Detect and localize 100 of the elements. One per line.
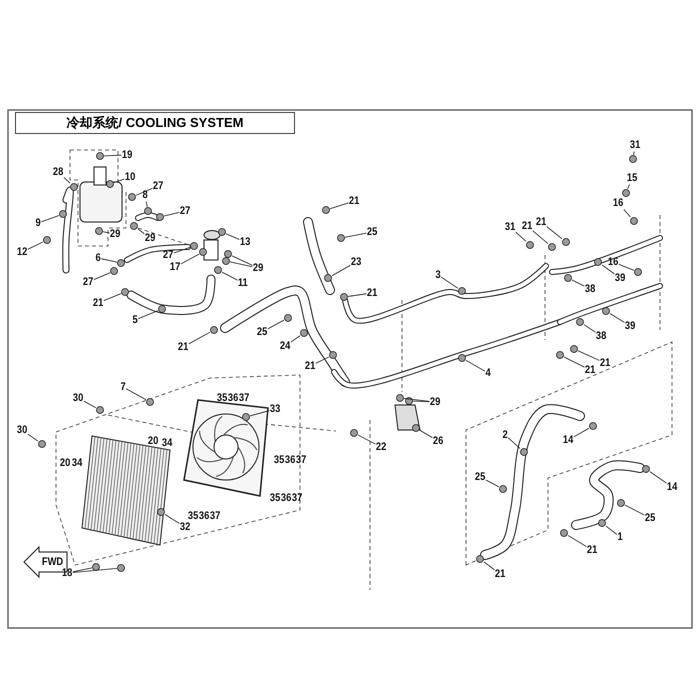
callout-number: 27 xyxy=(152,180,164,192)
part-marker xyxy=(199,248,207,256)
title: 冷却系统/ COOLING SYSTEM xyxy=(15,112,295,134)
part-marker xyxy=(210,326,218,334)
leader-line xyxy=(138,228,145,234)
part-marker xyxy=(222,257,230,265)
callout-number: 21 xyxy=(586,544,598,556)
part-marker xyxy=(106,180,114,188)
part-marker xyxy=(340,293,348,301)
part-marker xyxy=(214,266,222,274)
leader-line xyxy=(173,246,190,254)
leader-line xyxy=(136,188,153,196)
callout-number: 33 xyxy=(270,403,280,415)
callout-number: 26 xyxy=(432,435,444,447)
part-marker xyxy=(284,314,292,322)
part-marker xyxy=(128,193,136,201)
leader-line xyxy=(27,242,44,250)
callout-number: 39 xyxy=(624,320,636,332)
part-number: 36 xyxy=(284,454,296,466)
callout-number: 4 xyxy=(485,367,491,379)
callout-number: 25 xyxy=(366,226,378,238)
leader-line xyxy=(250,410,270,416)
leader-line xyxy=(164,514,180,524)
leader-line xyxy=(568,535,587,547)
leader-line xyxy=(104,154,122,156)
leader-line xyxy=(358,434,376,444)
callout-number: 27 xyxy=(180,205,190,217)
leader-line xyxy=(103,293,122,302)
part-number: 34 xyxy=(72,457,82,469)
callout-number: 24 xyxy=(280,340,290,352)
callout-number: 21 xyxy=(348,195,360,207)
leader-line xyxy=(508,437,520,449)
part-number: 37 xyxy=(292,492,302,504)
leader-line xyxy=(290,335,300,342)
leader-line xyxy=(624,504,645,516)
part-marker xyxy=(562,238,570,246)
leader-line xyxy=(230,261,253,268)
part-marker xyxy=(242,413,250,421)
part-marker xyxy=(499,485,507,493)
part-number: 37 xyxy=(210,510,220,522)
callout-number: 17 xyxy=(170,261,180,273)
leader-line xyxy=(546,226,562,240)
part-marker xyxy=(324,274,332,282)
part-number: 34 xyxy=(162,437,172,449)
leader-line xyxy=(232,255,253,266)
part-marker xyxy=(144,207,152,215)
part-marker xyxy=(329,351,337,359)
part-marker xyxy=(458,354,466,362)
callout-number: 21 xyxy=(178,341,188,353)
callout-number: 29 xyxy=(110,228,120,240)
leader-line xyxy=(348,293,367,297)
part-number: 37 xyxy=(238,392,250,404)
callout-number: 38 xyxy=(584,283,596,295)
part-marker xyxy=(622,189,630,197)
leader-line xyxy=(330,202,349,210)
callout-number: 11 xyxy=(238,277,248,289)
leader-line xyxy=(412,400,430,402)
part-number: FWD xyxy=(41,556,63,568)
callout-number: 21 xyxy=(522,220,532,232)
leader-line xyxy=(114,178,125,184)
leader-line xyxy=(515,232,526,242)
callout-number: 21 xyxy=(600,357,610,369)
leader-line xyxy=(315,356,330,364)
callout-number: 29 xyxy=(430,396,440,408)
leader-line xyxy=(138,310,158,320)
part-marker xyxy=(96,406,104,414)
part-number: 35 xyxy=(274,454,284,466)
callout-number: 2 xyxy=(502,429,508,441)
part-marker xyxy=(634,268,642,276)
callout-number: 32 xyxy=(180,521,190,533)
callout-number: 30 xyxy=(16,424,28,436)
leader-line xyxy=(93,272,110,280)
leader-line xyxy=(40,215,60,222)
callout-number: 27 xyxy=(82,276,94,288)
leader-line xyxy=(102,231,110,234)
callout-number: 22 xyxy=(376,441,386,453)
leader-line xyxy=(222,272,238,281)
callout-number: 15 xyxy=(626,172,638,184)
leader-line xyxy=(420,430,433,438)
part-marker xyxy=(556,351,564,359)
leader-line xyxy=(164,212,180,216)
leader-line xyxy=(578,350,600,361)
part-number: 36 xyxy=(198,510,210,522)
part-marker xyxy=(412,424,420,432)
part-marker xyxy=(602,307,610,315)
callout-number: 14 xyxy=(666,481,678,493)
leader-line xyxy=(564,356,585,368)
callout-number: 29 xyxy=(252,262,264,274)
callout-number: 21 xyxy=(584,364,596,376)
leader-line xyxy=(72,567,92,572)
leader-line xyxy=(633,151,635,156)
callout-number: 16 xyxy=(612,197,624,209)
leader-line xyxy=(180,254,200,264)
part-marker xyxy=(70,183,78,191)
leader-line xyxy=(226,233,240,240)
part-number: 36 xyxy=(280,492,292,504)
leader-line xyxy=(188,332,210,344)
callout-number: 6 xyxy=(95,252,101,264)
leader-line xyxy=(27,434,38,442)
part-marker xyxy=(598,519,606,527)
